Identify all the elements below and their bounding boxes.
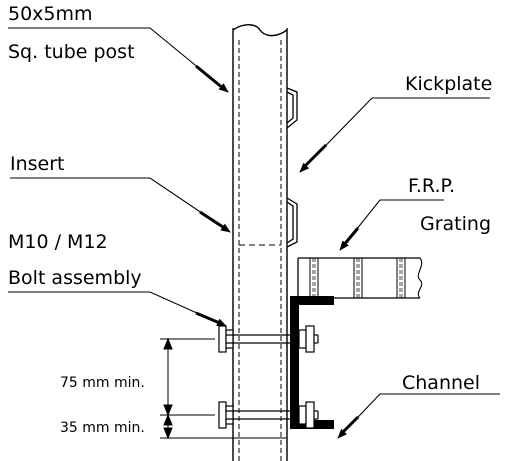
post-type-label: Sq. tube post [8, 41, 135, 63]
leader-kickplate [299, 97, 490, 173]
dim-75-label: 75 mm min. [60, 375, 145, 391]
dimension-lines [160, 337, 287, 440]
frp-grating [297, 257, 423, 299]
bolt-assembly-label: Bolt assembly [8, 267, 142, 289]
channel-label: Channel [402, 372, 480, 394]
dim-35-label: 35 mm min. [60, 420, 145, 436]
insert-label: Insert [10, 153, 65, 175]
callout-labels: 50x5mm Sq. tube post Kickplate Insert F.… [8, 3, 492, 436]
bolt-assembly-upper [218, 325, 319, 353]
bolt-size-label: M10 / M12 [8, 231, 108, 253]
kickplate-profile [286, 87, 298, 248]
bolt-assembly-lower [218, 401, 319, 429]
grating-label: Grating [420, 213, 491, 235]
grating-material-label: F.R.P. [408, 175, 455, 197]
post-size-label: 50x5mm [8, 3, 93, 25]
leader-insert [10, 177, 231, 233]
kickplate-label: Kickplate [405, 73, 492, 95]
square-tube-post [232, 24, 288, 461]
leader-bolt [8, 291, 227, 327]
leader-channel [337, 393, 500, 439]
